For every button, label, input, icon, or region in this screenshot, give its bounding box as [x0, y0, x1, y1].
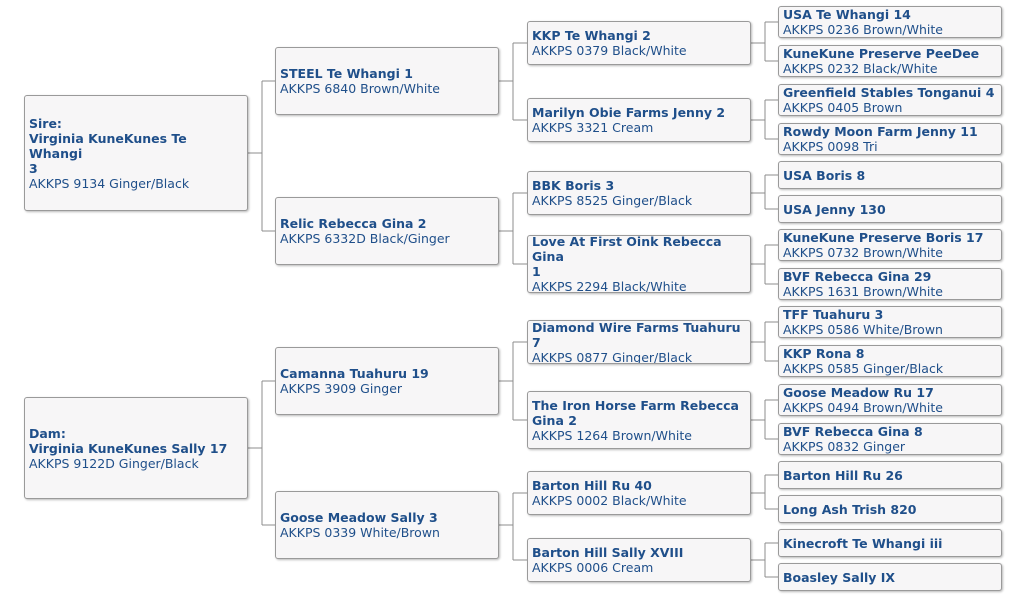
animal-registration: AKKPS 0494 Brown/White	[783, 400, 943, 415]
gen4-box-11[interactable]: Goose Meadow Ru 17 AKKPS 0494 Brown/Whit…	[778, 384, 1002, 416]
animal-name: BVF Rebecca Gina 8	[783, 424, 923, 439]
gen4-box-6[interactable]: USA Jenny 130	[778, 195, 1002, 223]
animal-name: Long Ash Trish 820	[783, 501, 917, 517]
gen3-box-3[interactable]: BBK Boris 3 AKKPS 8525 Ginger/Black	[527, 171, 751, 215]
animal-registration: AKKPS 0236 Brown/White	[783, 22, 943, 37]
animal-name: Barton Hill Sally XVIII	[532, 545, 684, 560]
sire-box[interactable]: Sire: Virginia KuneKunes Te Whangi 3 AKK…	[24, 95, 248, 211]
animal-registration: AKKPS 3909 Ginger	[280, 381, 403, 396]
animal-registration: AKKPS 0832 Ginger	[783, 439, 906, 454]
gen4-box-1[interactable]: USA Te Whangi 14 AKKPS 0236 Brown/White	[778, 6, 1002, 38]
dam-sire-box[interactable]: Camanna Tuahuru 19 AKKPS 3909 Ginger	[275, 347, 499, 415]
animal-registration: AKKPS 3321 Cream	[532, 120, 654, 135]
gen4-box-7[interactable]: KuneKune Preserve Boris 17 AKKPS 0732 Br…	[778, 229, 1002, 261]
animal-name: BVF Rebecca Gina 29	[783, 269, 932, 284]
dam-name: Virginia KuneKunes Sally 17	[29, 440, 228, 456]
animal-name: Relic Rebecca Gina 2	[280, 216, 427, 231]
gen4-box-9[interactable]: TFF Tuahuru 3 AKKPS 0586 White/Brown	[778, 306, 1002, 338]
gen4-box-16[interactable]: Boasley Sally IX	[778, 563, 1002, 591]
animal-registration: AKKPS 6840 Brown/White	[280, 81, 440, 96]
animal-registration: AKKPS 0585 Ginger/Black	[783, 361, 944, 376]
animal-name: USA Boris 8	[783, 167, 866, 183]
animal-registration: AKKPS 8525 Ginger/Black	[532, 193, 693, 208]
gen4-box-12[interactable]: BVF Rebecca Gina 8 AKKPS 0832 Ginger	[778, 423, 1002, 455]
animal-name: KuneKune Preserve PeeDee	[783, 46, 980, 61]
animal-registration: AKKPS 0379 Black/White	[532, 43, 687, 58]
animal-name: Barton Hill Ru 26	[783, 467, 903, 483]
sire-registration: AKKPS 9134 Ginger/Black	[29, 175, 190, 191]
animal-name: Barton Hill Ru 40	[532, 478, 652, 493]
gen4-box-2[interactable]: KuneKune Preserve PeeDee AKKPS 0232 Blac…	[778, 45, 1002, 77]
gen3-box-1[interactable]: KKP Te Whangi 2 AKKPS 0379 Black/White	[527, 21, 751, 65]
dam-box[interactable]: Dam: Virginia KuneKunes Sally 17 AKKPS 9…	[24, 397, 248, 499]
gen4-box-8[interactable]: BVF Rebecca Gina 29 AKKPS 1631 Brown/Whi…	[778, 268, 1002, 300]
animal-registration: AKKPS 0002 Black/White	[532, 493, 687, 508]
animal-name: Greenfield Stables Tonganui 4	[783, 85, 995, 100]
animal-registration: AKKPS 0232 Black/White	[783, 61, 938, 76]
sire-label: Sire:	[29, 115, 62, 131]
animal-registration: AKKPS 2294 Black/White	[532, 279, 687, 293]
animal-name: USA Te Whangi 14	[783, 7, 911, 22]
animal-name: TFF Tuahuru 3	[783, 307, 884, 322]
animal-name: USA Jenny 130	[783, 201, 886, 217]
gen4-box-4[interactable]: Rowdy Moon Farm Jenny 11 AKKPS 0098 Tri	[778, 123, 1002, 155]
gen3-box-6[interactable]: The Iron Horse Farm Rebecca Gina 2 AKKPS…	[527, 391, 751, 449]
gen4-box-10[interactable]: KKP Rona 8 AKKPS 0585 Ginger/Black	[778, 345, 1002, 377]
animal-name: STEEL Te Whangi 1	[280, 66, 413, 81]
animal-registration: AKKPS 0405 Brown	[783, 100, 903, 115]
animal-name: KKP Te Whangi 2	[532, 28, 651, 43]
animal-registration: AKKPS 0877 Ginger/Black	[532, 349, 693, 364]
animal-name: KKP Rona 8	[783, 346, 865, 361]
animal-name: KuneKune Preserve Boris 17	[783, 230, 984, 245]
dam-registration: AKKPS 9122D Ginger/Black	[29, 455, 199, 471]
animal-name: BBK Boris 3	[532, 178, 615, 193]
animal-registration: AKKPS 0339 White/Brown	[280, 525, 440, 540]
animal-registration: AKKPS 0586 White/Brown	[783, 322, 943, 337]
animal-name: Goose Meadow Ru 17	[783, 385, 934, 400]
sire-dam-box[interactable]: Relic Rebecca Gina 2 AKKPS 6332D Black/G…	[275, 197, 499, 265]
gen4-box-14[interactable]: Long Ash Trish 820	[778, 495, 1002, 523]
animal-name: Marilyn Obie Farms Jenny 2	[532, 105, 726, 120]
sire-name: Virginia KuneKunes Te Whangi 3	[29, 130, 187, 176]
animal-name: Love At First Oink Rebecca Gina 1	[532, 235, 722, 279]
sire-sire-box[interactable]: STEEL Te Whangi 1 AKKPS 6840 Brown/White	[275, 47, 499, 115]
animal-name: Diamond Wire Farms Tuahuru 7	[532, 320, 741, 350]
animal-name: Camanna Tuahuru 19	[280, 366, 429, 381]
gen3-box-8[interactable]: Barton Hill Sally XVIII AKKPS 0006 Cream	[527, 538, 751, 582]
animal-registration: AKKPS 0006 Cream	[532, 560, 654, 575]
gen3-box-2[interactable]: Marilyn Obie Farms Jenny 2 AKKPS 3321 Cr…	[527, 98, 751, 142]
dam-label: Dam:	[29, 425, 66, 441]
animal-registration: AKKPS 1264 Brown/White	[532, 427, 692, 443]
gen4-box-3[interactable]: Greenfield Stables Tonganui 4 AKKPS 0405…	[778, 84, 1002, 116]
animal-name: Rowdy Moon Farm Jenny 11	[783, 124, 978, 139]
animal-registration: AKKPS 1631 Brown/White	[783, 284, 943, 299]
dam-dam-box[interactable]: Goose Meadow Sally 3 AKKPS 0339 White/Br…	[275, 491, 499, 559]
animal-name: Goose Meadow Sally 3	[280, 510, 438, 525]
gen4-box-15[interactable]: Kinecroft Te Whangi iii	[778, 529, 1002, 557]
gen4-box-5[interactable]: USA Boris 8	[778, 161, 1002, 189]
animal-name: Boasley Sally IX	[783, 569, 896, 585]
gen3-box-4[interactable]: Love At First Oink Rebecca Gina 1 AKKPS …	[527, 235, 751, 293]
animal-name: Kinecroft Te Whangi iii	[783, 535, 943, 551]
animal-registration: AKKPS 6332D Black/Ginger	[280, 231, 450, 246]
animal-name: The Iron Horse Farm Rebecca Gina 2	[532, 397, 739, 428]
gen4-box-13[interactable]: Barton Hill Ru 26	[778, 461, 1002, 489]
animal-registration: AKKPS 0732 Brown/White	[783, 245, 943, 260]
gen3-box-5[interactable]: Diamond Wire Farms Tuahuru 7 AKKPS 0877 …	[527, 320, 751, 364]
animal-registration: AKKPS 0098 Tri	[783, 139, 878, 154]
gen3-box-7[interactable]: Barton Hill Ru 40 AKKPS 0002 Black/White	[527, 471, 751, 515]
